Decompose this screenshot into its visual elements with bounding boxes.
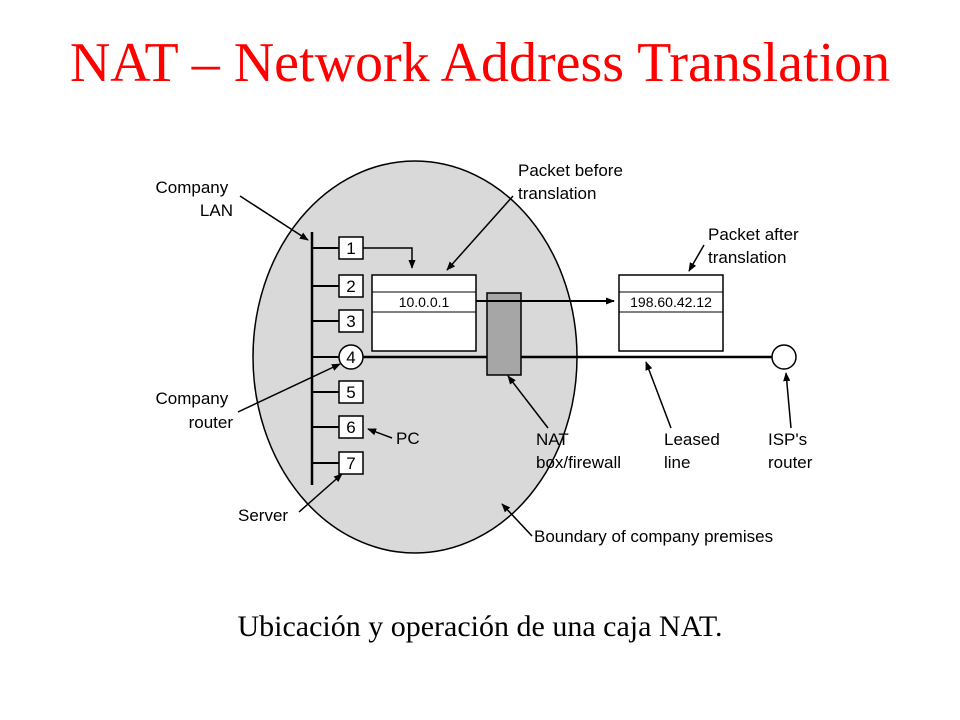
packet-after-callout	[688, 244, 705, 272]
nat-box-label: NAT box/firewall	[536, 430, 621, 472]
svg-text:7: 7	[346, 454, 355, 473]
server-label: Server	[238, 506, 288, 525]
packet-before-label: Packet before translation	[518, 161, 628, 203]
svg-text:1: 1	[346, 239, 355, 258]
server-callout	[298, 473, 343, 513]
svg-text:2: 2	[346, 277, 355, 296]
slide-title: NAT – Network Address Translation	[69, 32, 891, 94]
company-router-node: 4	[338, 344, 364, 370]
pc-label: PC	[396, 429, 420, 448]
nat-box-callout	[507, 375, 549, 429]
svg-text:5: 5	[346, 383, 355, 402]
boundary-label: Boundary of company premises	[534, 527, 773, 546]
pc-callout	[367, 428, 393, 439]
svg-text:4: 4	[346, 348, 355, 367]
packet-before-callout	[446, 195, 514, 271]
packet-before-translation: 10.0.0.1	[371, 274, 477, 352]
leased-line-callout	[645, 361, 672, 429]
nat-box-firewall	[486, 292, 522, 376]
packet-after-label: Packet after translation	[708, 225, 803, 267]
host-1-to-packet-arrow	[363, 247, 416, 269]
host-1: 1	[338, 236, 364, 260]
company-lan-label: Company LAN	[156, 178, 234, 220]
boundary-callout	[501, 503, 533, 537]
source-address-before: 10.0.0.1	[399, 294, 450, 310]
host-3: 3	[338, 309, 364, 333]
company-lan-callout	[239, 195, 309, 241]
svg-text:6: 6	[346, 418, 355, 437]
isp-router-node	[771, 344, 797, 370]
svg-text:3: 3	[346, 312, 355, 331]
figure-caption: Ubicación y operación de una caja NAT.	[237, 610, 723, 643]
leased-line-label: Leased line	[664, 430, 725, 472]
isp-router-label: ISP's router	[768, 430, 813, 472]
packet-after-translation: 198.60.42.12	[618, 274, 724, 352]
isp-router-callout	[783, 372, 792, 429]
host-5: 5	[338, 380, 364, 404]
company-router-callout	[237, 363, 341, 413]
host-7-server: 7	[338, 451, 364, 475]
host-stubs	[312, 247, 339, 464]
source-address-after: 198.60.42.12	[630, 294, 712, 310]
host-2: 2	[338, 274, 364, 298]
company-router-label: Company router	[156, 389, 234, 432]
host-6-pc: 6	[338, 415, 364, 439]
